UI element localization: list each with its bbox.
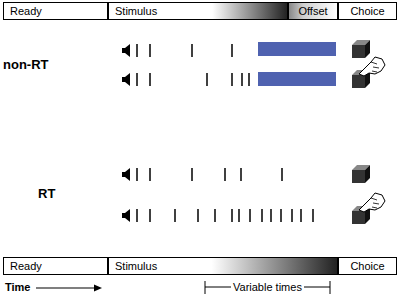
phase-box: Choice — [338, 2, 397, 20]
phase-box: Ready — [3, 2, 108, 20]
spike-train — [122, 209, 313, 222]
phase-label: Choice — [350, 260, 384, 272]
phase-box: Ready — [3, 257, 108, 275]
phase-box: Choice — [338, 257, 397, 275]
offset-bar — [258, 72, 336, 86]
axis-label: Time — [5, 281, 30, 293]
offset-bar — [258, 42, 336, 56]
condition-label: non-RT — [3, 57, 48, 72]
phase-box: Offset — [288, 2, 338, 20]
phase-label: Choice — [350, 5, 384, 17]
phase-label: Stimulus — [115, 5, 157, 17]
phase-box: Stimulus — [108, 2, 288, 20]
phase-label: Ready — [10, 260, 42, 272]
spike-train — [122, 44, 232, 57]
condition-label: RT — [38, 186, 55, 201]
time-arrow — [36, 285, 102, 292]
phase-label: Offset — [298, 5, 327, 17]
spike-train — [122, 168, 282, 181]
bracket-label: Variable times — [231, 281, 304, 293]
phase-label: Ready — [10, 5, 42, 17]
phase-label: Stimulus — [115, 260, 157, 272]
spike-train — [122, 73, 249, 86]
variable-times-bracket — [205, 281, 330, 294]
phase-box: Stimulus — [108, 257, 338, 275]
